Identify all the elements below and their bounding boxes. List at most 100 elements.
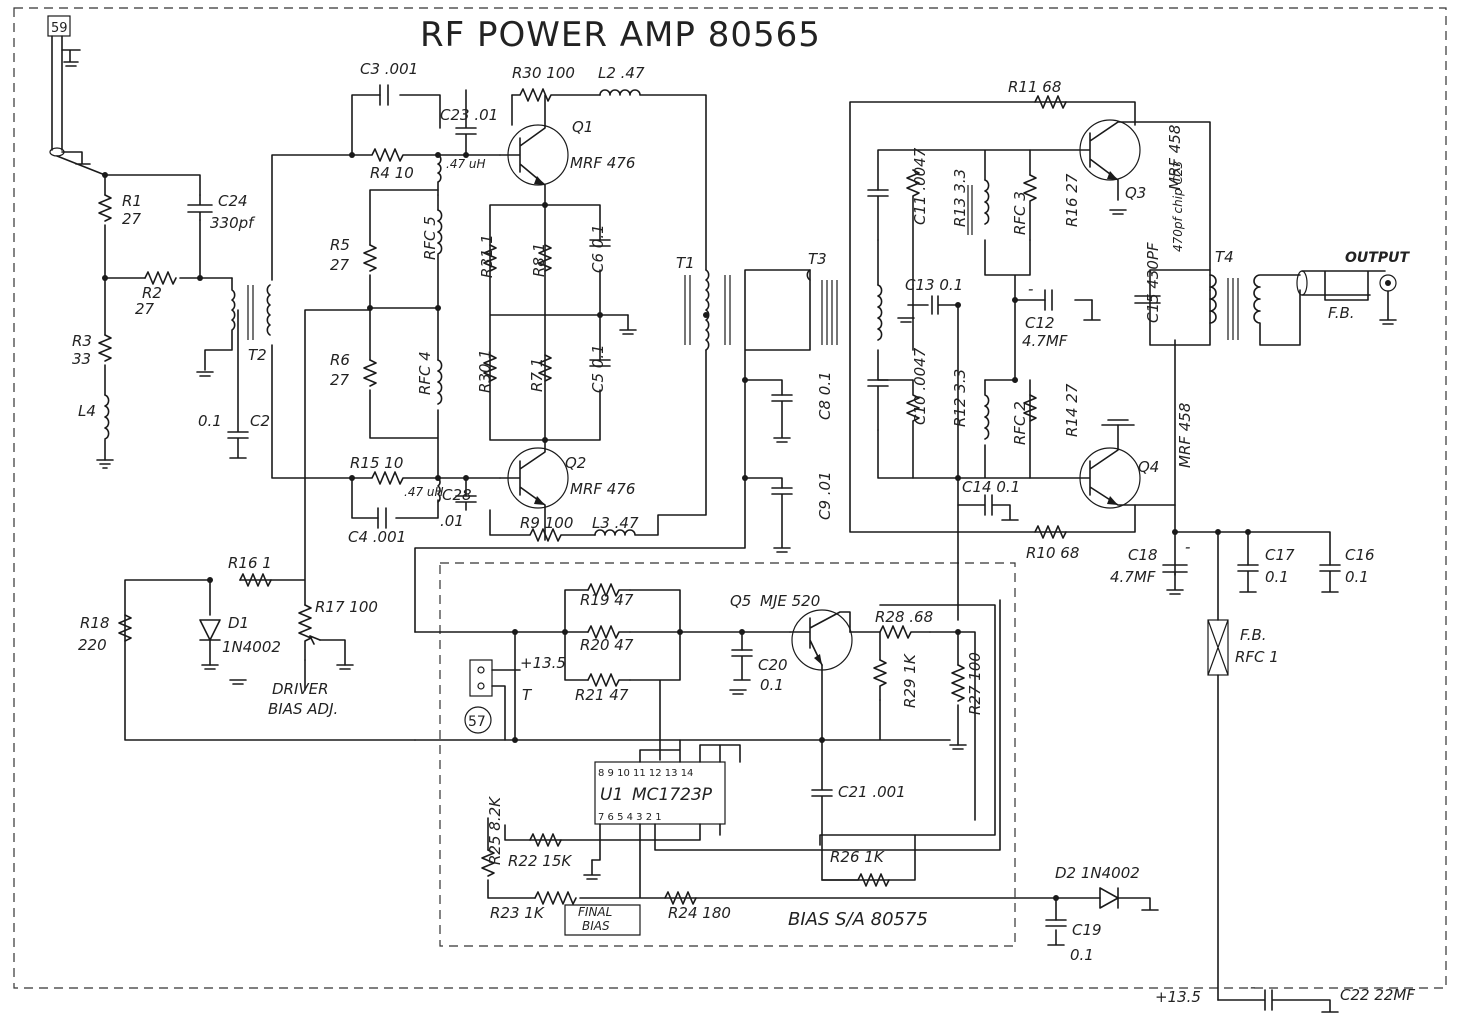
- junction-dot: [742, 377, 748, 383]
- r11-resistor: [1034, 95, 1067, 109]
- c10-label: C10 .0047: [911, 347, 929, 425]
- q3-collector: [1134, 121, 1211, 291]
- r19-resistor: [587, 583, 631, 597]
- ground-icon: [96, 459, 114, 469]
- output-network: [1149, 269, 1211, 533]
- junction-dot: [435, 305, 441, 311]
- d1-diode: [199, 619, 221, 670]
- rfc5-label: RFC 5: [421, 216, 439, 260]
- c22-label: C22 22MF: [1340, 986, 1415, 1004]
- collector-supply-wire: [414, 379, 783, 633]
- c18-label: C18: [1128, 546, 1158, 564]
- r1-resistor: [98, 194, 112, 222]
- rfc1-fb-label: F.B.: [1240, 626, 1267, 644]
- r15-resistor: [351, 471, 501, 485]
- r1-label: R1: [122, 192, 142, 210]
- ground-icon: [196, 371, 214, 377]
- final-bias-line1: FINAL: [578, 905, 612, 919]
- r2-value: 27: [135, 300, 155, 318]
- r6-resistor: [363, 359, 377, 387]
- junction-dot: [597, 312, 603, 318]
- u1-ref: U1: [600, 785, 623, 805]
- c16-capacitor: [1319, 564, 1341, 593]
- junction-dot: [677, 629, 683, 635]
- junction-dot: [1215, 529, 1221, 535]
- r9-resistor: [489, 509, 596, 542]
- r3-value: 33: [72, 350, 91, 368]
- r7-label: R7 1: [528, 358, 546, 392]
- c3-label: C3 .001: [360, 60, 418, 78]
- r9-label: R9 100: [520, 514, 573, 532]
- r10-label: R10 68: [1026, 544, 1079, 562]
- final-bias-box: [564, 904, 641, 936]
- c9-capacitor: [771, 487, 793, 553]
- c13-capacitor: [907, 295, 959, 315]
- c2-capacitor: [227, 309, 249, 459]
- d2-label: D2 1N4002: [1055, 864, 1140, 882]
- c20-label: C20: [758, 656, 788, 674]
- c9-label: C9 .01: [816, 471, 834, 520]
- driver-bus: [271, 154, 353, 479]
- output-fb-label: F.B.: [1328, 304, 1355, 322]
- junction-dot: [102, 275, 108, 281]
- q3-ref: Q3: [1125, 184, 1146, 202]
- c12-plus: -: [1028, 280, 1033, 298]
- r19-label: R19 47: [580, 591, 634, 609]
- r20-label: R20 47: [580, 636, 634, 654]
- junction-dot: [742, 475, 748, 481]
- c13-label: C13 0.1: [905, 276, 963, 294]
- r22-label: R22 15K: [508, 852, 572, 870]
- r29-label: R29 1K: [901, 653, 919, 708]
- q4-ref: Q4: [1138, 458, 1159, 476]
- c23-label: C23 .01: [440, 106, 498, 124]
- c17-value: 0.1: [1265, 568, 1289, 586]
- ground-icon: [229, 679, 247, 685]
- r5-value: 27: [330, 256, 350, 274]
- r17-label: R17 100: [315, 598, 378, 616]
- c20-capacitor: [731, 649, 753, 681]
- r25-resistor: [481, 849, 495, 877]
- d1-label: D1: [228, 614, 249, 632]
- t-label: T: [522, 686, 533, 704]
- q1-transistor: [499, 94, 569, 206]
- rfc2-inductor: [984, 379, 990, 440]
- t3-label: T3: [808, 250, 827, 268]
- r1-value: 27: [122, 210, 142, 228]
- r5-resistor: [363, 244, 377, 272]
- junction-dot: [1012, 297, 1018, 303]
- q5-transistor: [789, 609, 853, 671]
- r4-resistor: [351, 148, 439, 162]
- output-connector: [1296, 270, 1397, 325]
- t1-transformer: T1: [676, 254, 811, 381]
- diagram-title: RF POWER AMP 80565: [420, 15, 821, 55]
- rfc3-inductor: [984, 179, 990, 225]
- c19-capacitor: [1045, 919, 1067, 927]
- r23-potentiometer: [534, 891, 577, 905]
- r3-label: R3: [72, 332, 92, 350]
- r15-label: R15 10: [350, 454, 403, 472]
- c12-label: C12: [1025, 314, 1055, 332]
- bias-board-outline: [439, 562, 1016, 947]
- junction-dot: [463, 475, 469, 481]
- c2-value: 0.1: [198, 412, 222, 430]
- chip-cap-label: 470pf chip C23: [1171, 161, 1185, 252]
- rfc1-label: RFC 1: [1235, 648, 1279, 666]
- junction-dot: [207, 577, 213, 583]
- q2-ref: Q2: [565, 454, 586, 472]
- r6-value: 27: [330, 371, 350, 389]
- l-q2-label: .47 uH: [404, 485, 444, 499]
- c15-label: C15 430PF: [1144, 242, 1162, 323]
- c6-label: C6 0.1: [589, 224, 607, 273]
- junction-dot: [1053, 895, 1059, 901]
- r28-label: R28 .68: [875, 608, 933, 626]
- q4-transistor: [1029, 419, 1176, 509]
- d2-diode: [1099, 887, 1119, 909]
- supply-label: +13.5: [1155, 988, 1201, 1006]
- c3-capacitor: [379, 84, 389, 106]
- ground-icon: [949, 744, 967, 750]
- q5-ref: Q5: [730, 592, 751, 610]
- bias-supply-label: +13.5: [520, 654, 566, 672]
- r2-label: R2: [142, 284, 162, 302]
- r16b-label: R16 1: [228, 554, 272, 572]
